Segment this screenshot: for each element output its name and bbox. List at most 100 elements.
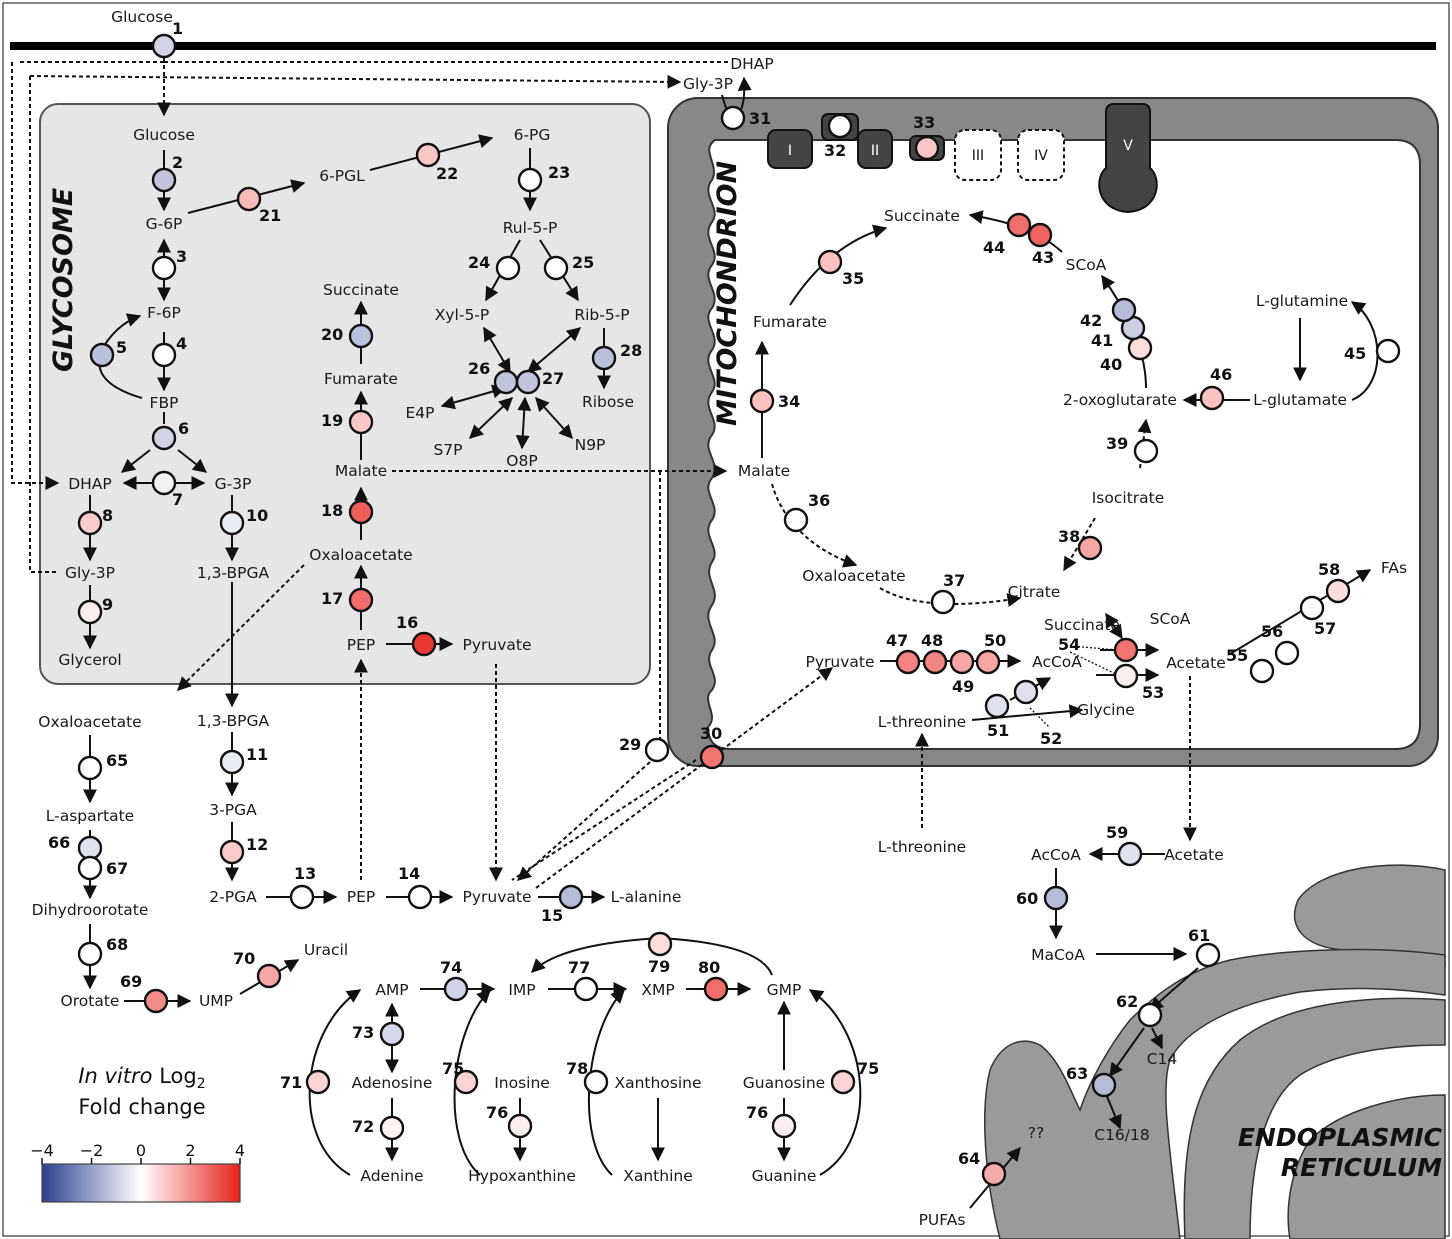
enzyme-node-75b [830,1069,856,1095]
legend-tick-label: 2 [185,1141,195,1160]
enzyme-label-76b: 76 [746,1103,768,1122]
met-glycine: Glycine [1077,701,1135,719]
enzyme-label-34: 34 [778,392,800,411]
enzyme-node-6 [151,425,177,451]
complex-III [954,129,1002,181]
enzyme-node-56 [1274,640,1300,666]
met-l-alanine: L-alanine [611,888,682,906]
met-oxaloacetate-mito: Oxaloacetate [802,567,905,585]
enzyme-label-46: 46 [1210,365,1232,384]
met-guanosine: Guanosine [743,1074,825,1092]
enzyme-label-11: 11 [246,745,268,764]
met-gly3p-ext: Gly-3P [683,75,733,93]
enzyme-label-48: 48 [921,631,943,650]
met-adenosine: Adenosine [352,1074,433,1092]
complex-II [857,129,893,169]
legend-colorbar [41,1163,241,1203]
enzyme-label-35: 35 [842,269,864,288]
met-l-threonine-cyto: L-threonine [878,838,966,856]
met-adenine: Adenine [360,1167,423,1185]
enzyme-node-62 [1137,1002,1163,1028]
met-pep-glyc: PEP [347,636,376,654]
enzyme-node-76b [771,1113,797,1139]
enzyme-label-50: 50 [984,631,1006,650]
enzyme-label-44: 44 [983,238,1005,257]
enzyme-node-21 [236,186,262,212]
enzyme-node-69 [143,988,169,1014]
enzyme-label-29: 29 [619,735,641,754]
enzyme-label-78: 78 [566,1059,588,1078]
met-dihydroorotate: Dihydroorotate [32,901,149,919]
enzyme-label-21: 21 [259,206,281,225]
met-imp: IMP [508,981,535,999]
enzyme-node-36 [783,507,809,533]
met-gly3p: Gly-3P [65,564,115,582]
met-e4p: E4P [405,404,434,422]
enzyme-node-15 [558,884,584,910]
enzyme-label-67: 67 [106,859,128,878]
met-rib5p: Rib-5-P [574,306,629,324]
enzyme-label-20: 20 [321,325,343,344]
enzyme-node-7 [151,470,177,496]
enzyme-label-18: 18 [321,501,343,520]
met-orotate: Orotate [61,992,120,1010]
met-malate-mito: Malate [738,462,790,480]
enzyme-node-61 [1195,942,1221,968]
enzyme-label-15: 15 [541,906,563,925]
met-c14: C14 [1147,1050,1178,1068]
met-isocitrate: Isocitrate [1092,489,1165,507]
enzyme-node-35 [817,249,843,275]
complex-IV-label: IV [1034,148,1048,164]
enzyme-node-3 [151,255,177,281]
met-oxaloacetate-cyto: Oxaloacetate [38,713,141,731]
complex-I-label: I [788,143,792,159]
enzyme-node-17 [348,587,374,613]
enzyme-node-30 [699,744,725,770]
met-dhap: DHAP [68,475,112,493]
enzyme-node-27 [515,369,541,395]
met-scoa-2: SCoA [1150,610,1191,628]
enzyme-node-9 [77,599,103,625]
enzyme-node-71 [305,1069,331,1095]
met-gmp: GMP [767,981,802,999]
met-accoa-cyto: AcCoA [1031,846,1081,864]
enzyme-node-18 [348,499,374,525]
mitochondrion-compartment [667,97,1439,767]
enzyme-node-38 [1077,535,1103,561]
legend-tick-label: −4 [30,1141,54,1160]
enzyme-node-67 [77,855,103,881]
enzyme-label-40: 40 [1100,355,1122,374]
enzyme-label-77: 77 [568,958,590,977]
enzyme-label-2: 2 [172,153,183,172]
enzyme-label-28: 28 [620,341,642,360]
enzyme-node-26 [493,369,519,395]
enzyme-node-59 [1117,841,1143,867]
enzyme-label-27: 27 [542,369,564,388]
met-l-glutamine: L-glutamine [1256,292,1348,310]
enzyme-label-60: 60 [1016,889,1038,908]
met-ribose: Ribose [582,393,634,411]
enzyme-node-42 [1111,297,1137,323]
met-ump: UMP [199,992,233,1010]
er-title-line1: ENDOPLASMIC [1238,1123,1443,1152]
enzyme-label-71: 71 [280,1073,302,1092]
complex-III-label: III [972,148,984,164]
enzyme-node-47 [895,649,921,675]
enzyme-node-75a [453,1069,479,1095]
enzyme-label-5: 5 [116,338,127,357]
met-6pgl: 6-PGL [319,167,365,185]
enzyme-label-52: 52 [1040,729,1062,748]
enzyme-label-56: 56 [1261,622,1283,641]
enzyme-node-70 [256,963,282,989]
enzyme-node-55 [1249,658,1275,684]
enzyme-label-37: 37 [943,571,965,590]
enzyme-node-63 [1091,1072,1117,1098]
met-o8p: O8P [506,452,537,470]
enzyme-label-4: 4 [176,334,187,353]
met-xanthine: Xanthine [623,1167,693,1185]
met-succinate-mito: Succinate [884,207,960,225]
complex-IV [1017,129,1065,181]
enzyme-label-38: 38 [1058,527,1080,546]
